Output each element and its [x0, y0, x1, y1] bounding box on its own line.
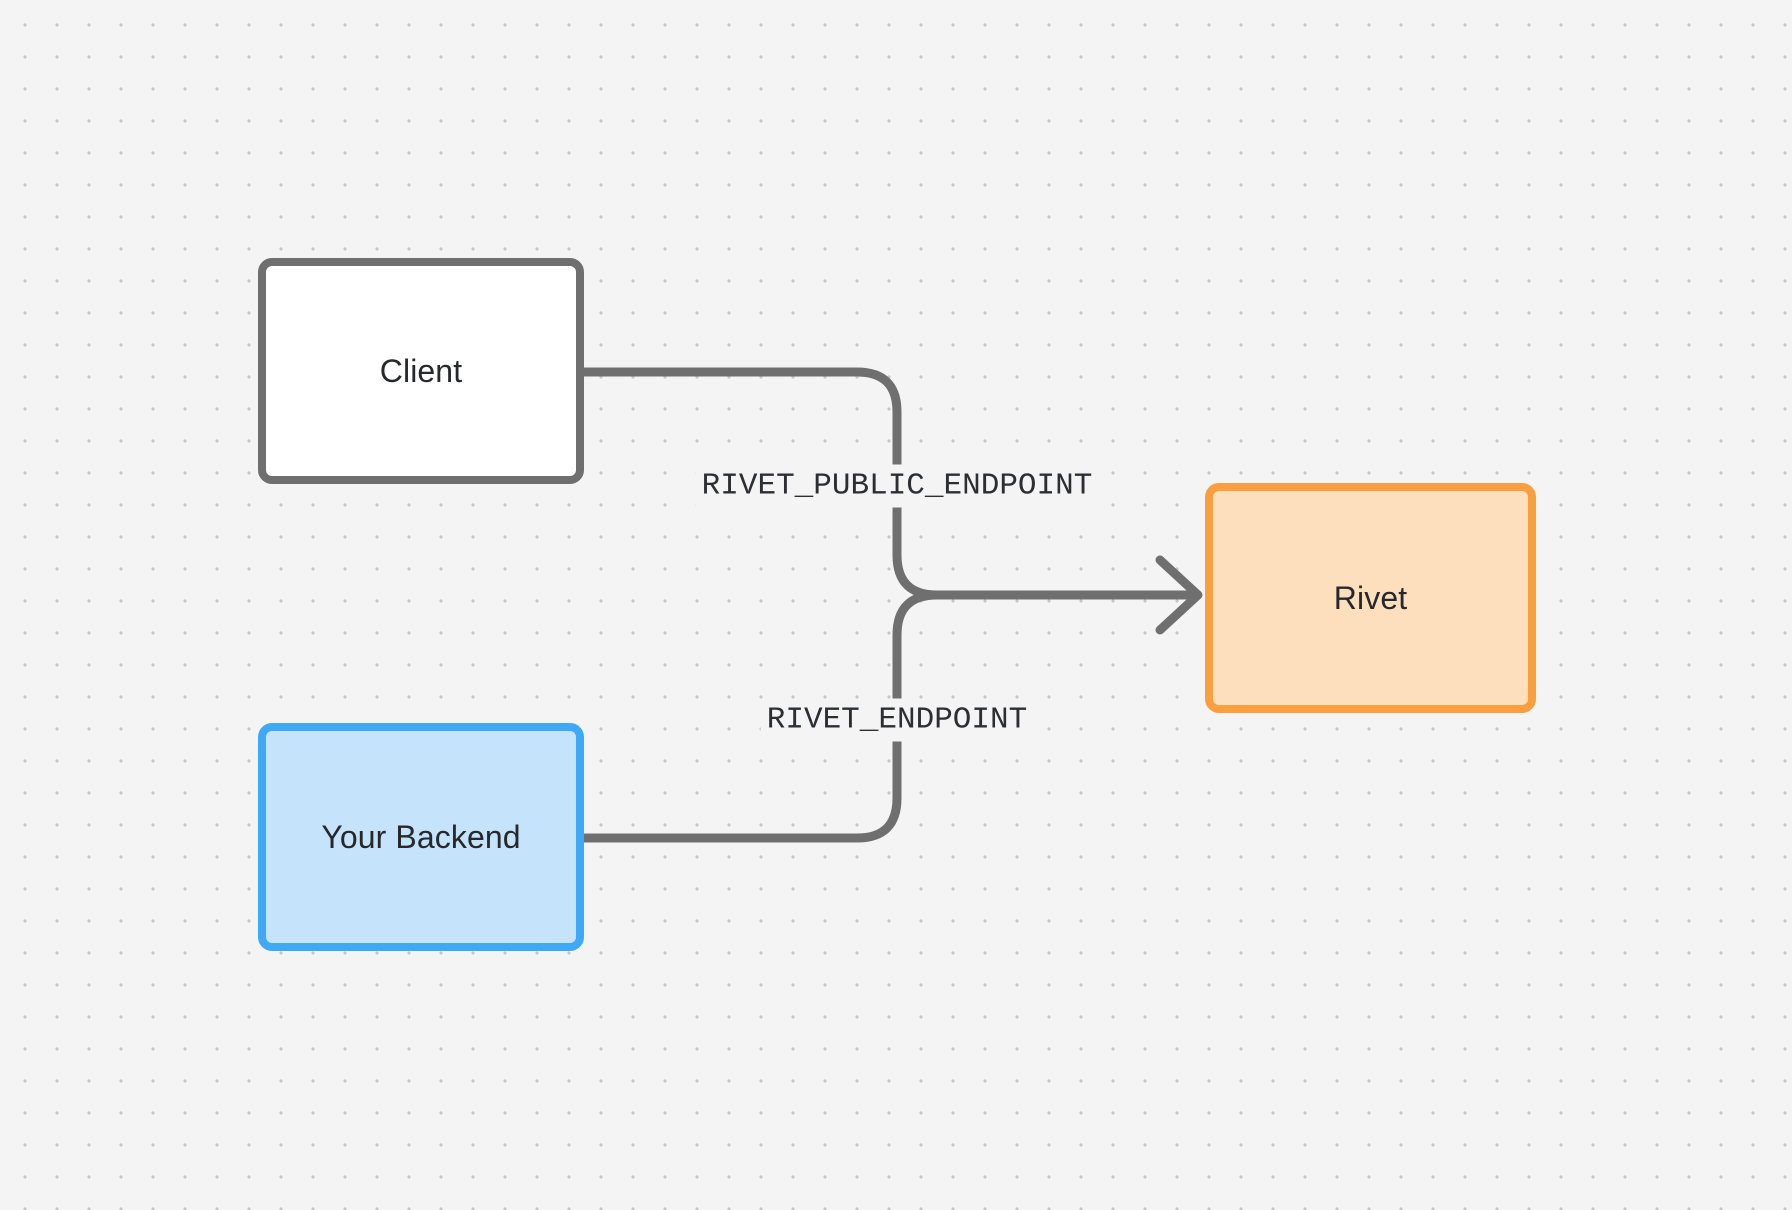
edge-label-rivet-public-endpoint: RIVET_PUBLIC_ENDPOINT: [695, 464, 1099, 508]
node-client[interactable]: Client: [258, 258, 584, 484]
edge-label-rivet-endpoint: RIVET_ENDPOINT: [760, 698, 1034, 742]
node-rivet[interactable]: Rivet: [1205, 483, 1536, 713]
node-client-label: Client: [379, 352, 463, 389]
arrowhead-icon: [1155, 555, 1203, 635]
node-your-backend[interactable]: Your Backend: [258, 723, 584, 951]
node-your-backend-label: Your Backend: [321, 818, 521, 855]
node-rivet-label: Rivet: [1333, 579, 1408, 616]
